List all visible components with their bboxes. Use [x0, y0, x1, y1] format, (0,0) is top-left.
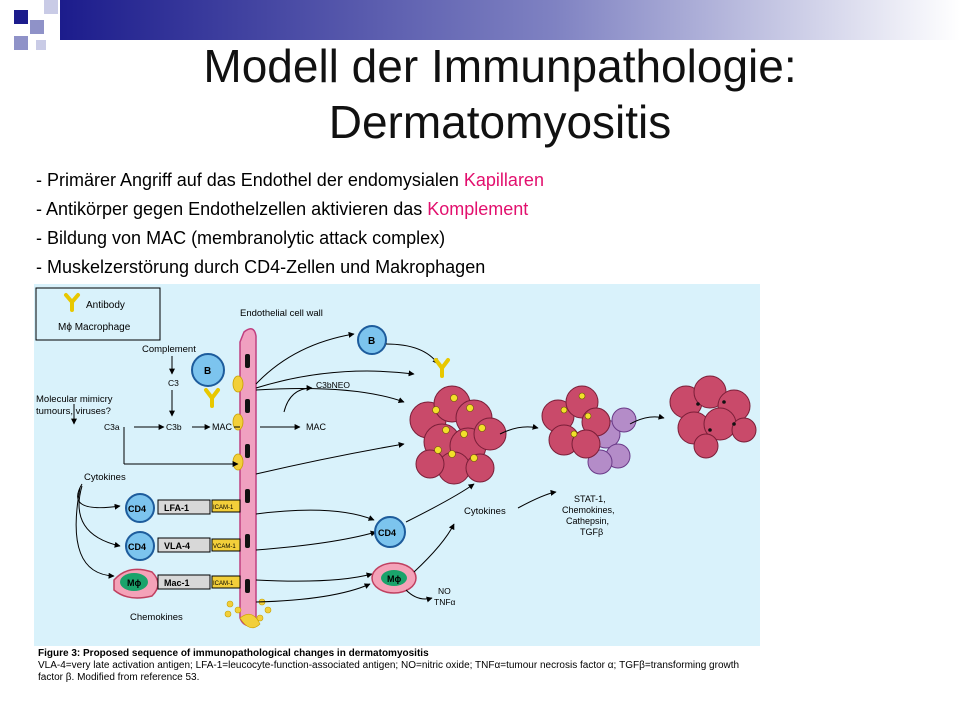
b-cell	[191, 353, 225, 387]
svg-text:TNFα: TNFα	[434, 597, 456, 607]
bullet-list: - Primärer Angriff auf das Endothel der …	[36, 166, 776, 282]
svg-text:C3: C3	[168, 378, 179, 388]
caption-title: Figure 3: Proposed sequence of immunopat…	[38, 648, 429, 659]
header-gradient-bar	[60, 0, 960, 40]
svg-text:Mϕ: Mϕ	[387, 574, 401, 584]
svg-text:Cytokines: Cytokines	[464, 506, 506, 517]
svg-text:Chemokines: Chemokines	[130, 612, 183, 623]
complement-deposits	[232, 375, 244, 471]
svg-text:CD4: CD4	[378, 528, 396, 538]
antibody-icon	[204, 388, 220, 408]
antibody-icon	[64, 293, 80, 312]
svg-text:C3b: C3b	[166, 422, 182, 432]
antibody-icon	[434, 358, 450, 378]
corner-decoration	[0, 0, 60, 60]
fiber-nuclei	[696, 400, 736, 432]
svg-text:Cathepsin,: Cathepsin,	[566, 516, 609, 526]
svg-text:ICAM-1: ICAM-1	[213, 581, 234, 587]
svg-text:Complement: Complement	[142, 344, 196, 355]
svg-text:Molecular mimicry: Molecular mimicry	[36, 394, 113, 405]
mac-deposits	[432, 394, 486, 462]
bullet-item: - Muskelzerstörung durch CD4-Zellen und …	[36, 257, 486, 277]
svg-text:NO: NO	[438, 586, 451, 596]
caption-text: VLA-4=very late activation antigen; LFA-…	[38, 660, 740, 683]
bullet-item: - Primärer Angriff auf das Endothel der …	[36, 170, 544, 190]
svg-text:C3bNEO: C3bNEO	[316, 380, 350, 390]
svg-text:Antibody: Antibody	[86, 300, 125, 311]
svg-text:TGFβ: TGFβ	[580, 527, 603, 537]
cd4-cell-right: CD4	[374, 516, 406, 548]
cd4-cell: CD4 VLA-4 VCAM-1	[125, 531, 241, 561]
chemokine-dots	[224, 598, 272, 629]
title-line-1: Modell der Immunpathologie:	[203, 40, 797, 92]
svg-text:MAC: MAC	[212, 422, 233, 432]
svg-text:VCAM-1: VCAM-1	[213, 544, 236, 550]
title-line-2: Dermatomyositis	[328, 96, 672, 148]
svg-text:CD4: CD4	[128, 504, 146, 514]
immunopathology-figure: Antibody Mϕ Macrophage Endothelial cell …	[34, 284, 760, 646]
macrophage-cell: Mϕ Mac-1 ICAM-1	[113, 568, 241, 599]
figure-caption: Figure 3: Proposed sequence of immunopat…	[38, 648, 758, 684]
cd4-cell: CD4 LFA-1 ICAM-1	[125, 493, 241, 523]
svg-text:B: B	[204, 366, 211, 377]
svg-text:Mϕ Macrophage: Mϕ Macrophage	[58, 322, 131, 333]
svg-text:STAT-1,: STAT-1,	[574, 494, 606, 504]
svg-text:VLA-4: VLA-4	[164, 541, 190, 551]
svg-text:ICAM-1: ICAM-1	[213, 505, 234, 511]
slide-title: Modell der Immunpathologie: Dermatomyosi…	[0, 38, 960, 150]
svg-text:Endothelial cell wall: Endothelial cell wall	[240, 308, 323, 319]
svg-text:CD4: CD4	[128, 542, 146, 552]
svg-text:Mϕ: Mϕ	[127, 578, 141, 588]
svg-text:tumours, viruses?: tumours, viruses?	[36, 406, 111, 417]
bullet-item: - Antikörper gegen Endothelzellen aktivi…	[36, 199, 529, 219]
muscle-fiber-cluster-2	[541, 385, 637, 475]
svg-text:Mac-1: Mac-1	[164, 578, 190, 588]
bullet-item: - Bildung von MAC (membranolytic attack …	[36, 228, 446, 248]
legend: Antibody Mϕ Macrophage	[35, 287, 161, 341]
endothelial-nuclei	[245, 354, 250, 593]
macrophage-cell-right: Mϕ	[371, 562, 417, 594]
svg-text:C3a: C3a	[104, 422, 120, 432]
muscle-fiber-cluster-3	[669, 375, 757, 459]
svg-text:Cytokines: Cytokines	[84, 472, 126, 483]
b-cell	[357, 325, 387, 355]
svg-text:Chemokines,: Chemokines,	[562, 505, 615, 515]
svg-text:MAC: MAC	[306, 422, 327, 432]
svg-text:LFA-1: LFA-1	[164, 503, 189, 513]
svg-text:B: B	[368, 336, 375, 347]
